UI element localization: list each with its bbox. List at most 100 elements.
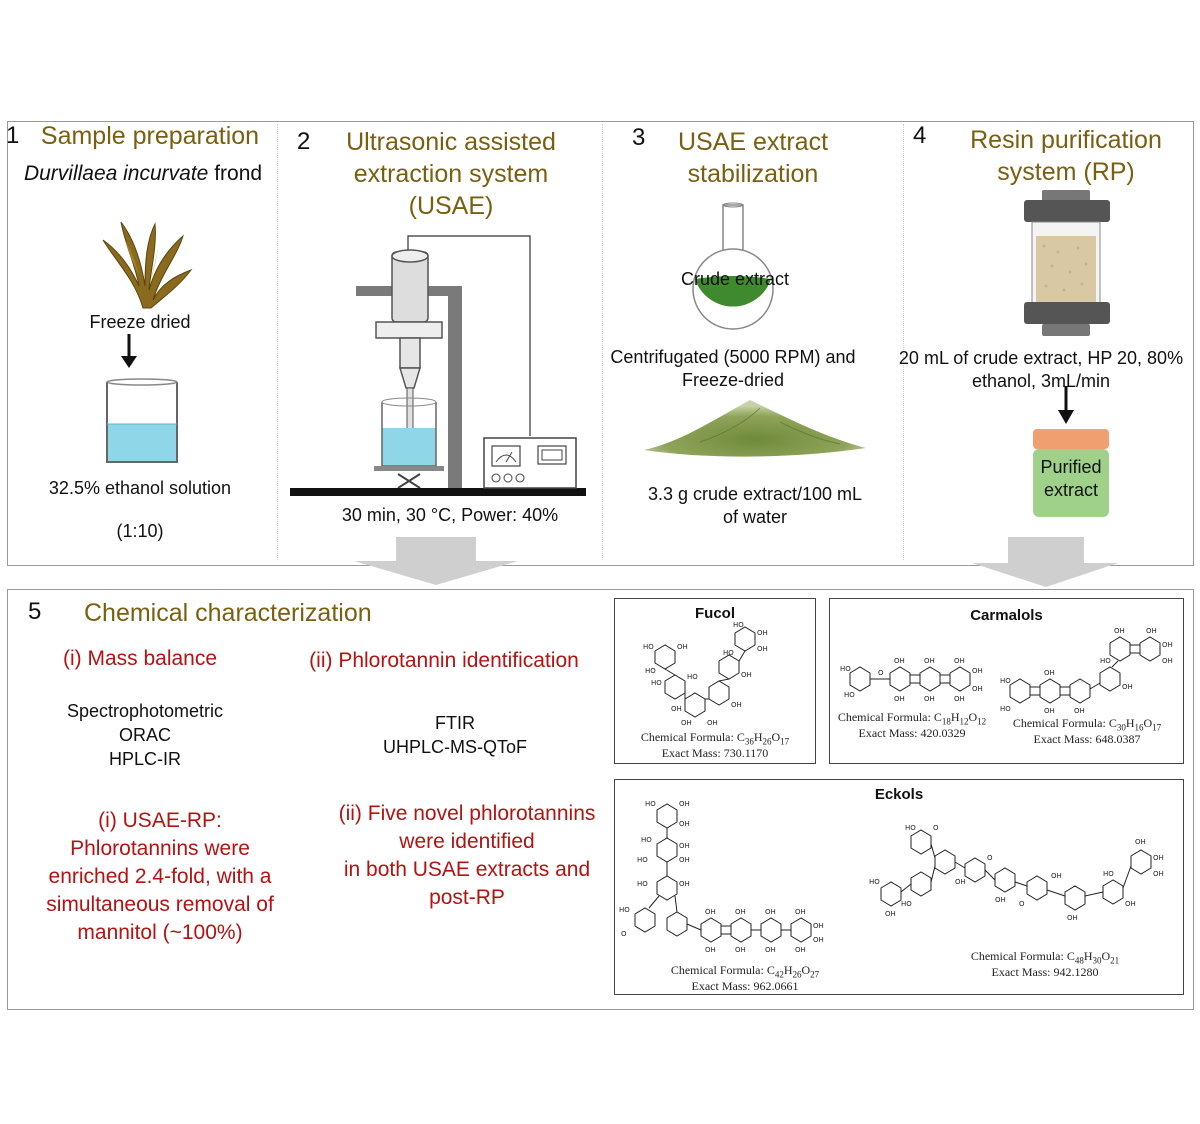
- ultrasonic-apparatus-icon: [290, 235, 586, 496]
- svg-text:OH: OH: [885, 910, 896, 918]
- text-line: ethanol, 3mL/min: [971, 371, 1111, 391]
- chemical-formula: Chemical Formula: C42H26O27: [635, 962, 855, 982]
- crude-extract-label: Crude extract: [680, 269, 790, 289]
- text-line: extract: [1043, 480, 1099, 500]
- svg-text:OH: OH: [954, 657, 965, 665]
- exact-mass: Exact Mass: 962.0661: [691, 979, 799, 993]
- svg-text:O: O: [987, 854, 993, 862]
- method-item: UHPLC-MS-QToF: [382, 737, 527, 757]
- powder-pile-icon: [644, 400, 866, 457]
- svg-text:HO: HO: [844, 691, 855, 699]
- svg-text:OH: OH: [795, 908, 806, 916]
- svg-text:OH: OH: [757, 645, 768, 653]
- svg-text:OH: OH: [707, 719, 718, 727]
- svg-text:HO: HO: [637, 856, 648, 864]
- svg-text:OH: OH: [1114, 627, 1125, 635]
- text-line: Centrifugated (5000 RPM) and: [610, 347, 856, 367]
- arrow-down-icon: [1058, 386, 1074, 424]
- method-item: ORAC: [118, 725, 171, 745]
- svg-text:OH: OH: [679, 880, 690, 888]
- text-line: were identified: [399, 830, 535, 853]
- svg-text:OH: OH: [741, 671, 752, 679]
- svg-text:HO: HO: [651, 679, 662, 687]
- species-suffix: frond: [208, 162, 263, 185]
- formula-prefix: Chemical Formula:: [670, 963, 767, 977]
- svg-text:HO: HO: [1000, 705, 1011, 713]
- step-number: 3: [632, 124, 646, 151]
- svg-text:HO: HO: [1000, 677, 1011, 685]
- arrow-down-icon: [121, 334, 137, 368]
- svg-text:OH: OH: [954, 695, 965, 703]
- exact-mass: Exact Mass: 730.1170: [661, 746, 769, 760]
- text-line: (ii) Five novel phlorotannins: [338, 802, 596, 825]
- svg-text:OH: OH: [735, 946, 746, 954]
- svg-text:OH: OH: [705, 946, 716, 954]
- svg-text:HO: HO: [840, 665, 851, 673]
- chemical-formula: Chemical Formula: C48H30O21: [935, 948, 1155, 968]
- svg-text:OH: OH: [1067, 914, 1078, 922]
- resin-column-icon: [1024, 190, 1110, 336]
- svg-text:OH: OH: [757, 629, 768, 637]
- svg-text:OH: OH: [1162, 641, 1173, 649]
- svg-text:OH: OH: [765, 908, 776, 916]
- svg-text:O: O: [1019, 900, 1025, 908]
- mass-balance-heading: (i) Mass balance: [62, 647, 218, 670]
- svg-text:HO: HO: [645, 800, 656, 808]
- title-line: system (RP): [997, 158, 1135, 186]
- method-item: Spectrophotometric: [66, 701, 224, 721]
- step-title: Chemical characterization: [84, 599, 372, 627]
- svg-text:OH: OH: [813, 922, 824, 930]
- text-line: in both USAE extracts and: [343, 858, 591, 881]
- freeze-dried-label: Freeze dried: [89, 312, 191, 332]
- text-line: of water: [722, 507, 788, 527]
- formula-value: C18H12O12: [933, 710, 987, 727]
- svg-text:HO: HO: [687, 673, 698, 681]
- title-line: stabilization: [687, 160, 819, 188]
- text-line: 3.3 g crude extract/100 mL: [647, 484, 863, 504]
- svg-text:HO: HO: [643, 643, 654, 651]
- result-i: (i) USAE-RP: Phlorotannins were enriched…: [20, 807, 300, 947]
- chemical-formula: Chemical Formula: C30H16O17: [1002, 715, 1172, 735]
- species-name: Durvillaea incurvate: [23, 162, 209, 185]
- title-line: (USAE): [408, 192, 494, 220]
- svg-text:OH: OH: [671, 705, 682, 713]
- divider: [602, 124, 603, 560]
- step-number: 2: [297, 128, 311, 155]
- svg-text:OH: OH: [1044, 669, 1055, 677]
- process-description: Centrifugated (5000 RPM) and Freeze-drie…: [604, 346, 862, 392]
- svg-text:OH: OH: [679, 856, 690, 864]
- identification-methods: FTIR UHPLC-MS-QToF: [340, 711, 570, 759]
- purified-jar-icon: [1033, 429, 1109, 517]
- svg-text:OH: OH: [1135, 838, 1146, 846]
- svg-text:OH: OH: [735, 908, 746, 916]
- step-number: 4: [913, 122, 927, 149]
- method-item: FTIR: [435, 713, 475, 733]
- text-line: post-RP: [429, 886, 505, 909]
- chemical-formula: Chemical Formula: C18H12O12: [832, 709, 992, 729]
- svg-text:HO: HO: [905, 824, 916, 832]
- flask-icon: [692, 202, 774, 330]
- text-line: simultaneous removal of: [46, 893, 274, 916]
- usae-conditions-label: 30 min, 30 °C, Power: 40%: [341, 505, 559, 525]
- eckols-structure-box: Eckols: [614, 779, 1184, 995]
- svg-text:HO: HO: [637, 880, 648, 888]
- species-label: Durvillaea incurvate frond: [8, 161, 278, 187]
- step-title: USAE extract stabilization: [648, 126, 858, 190]
- resin-conditions-label: 20 mL of crude extract, HP 20, 80% ethan…: [882, 347, 1200, 393]
- flow-arrow-icon: [354, 537, 518, 585]
- svg-text:HO: HO: [641, 836, 652, 844]
- svg-text:OH: OH: [972, 685, 983, 693]
- svg-text:HO: HO: [723, 649, 734, 657]
- structure-title: Carmalols: [970, 607, 1043, 624]
- mass-balance-methods: Spectrophotometric ORAC HPLC-IR: [40, 699, 250, 771]
- text-line: Purified: [1040, 457, 1102, 477]
- svg-text:OH: OH: [1051, 872, 1062, 880]
- step-title: Resin purification system (RP): [935, 124, 1197, 188]
- svg-text:HO: HO: [645, 667, 656, 675]
- svg-text:OH: OH: [1153, 870, 1164, 878]
- text-line: (i) USAE-RP:: [98, 809, 222, 832]
- formula-prefix: Chemical Formula:: [1012, 716, 1109, 730]
